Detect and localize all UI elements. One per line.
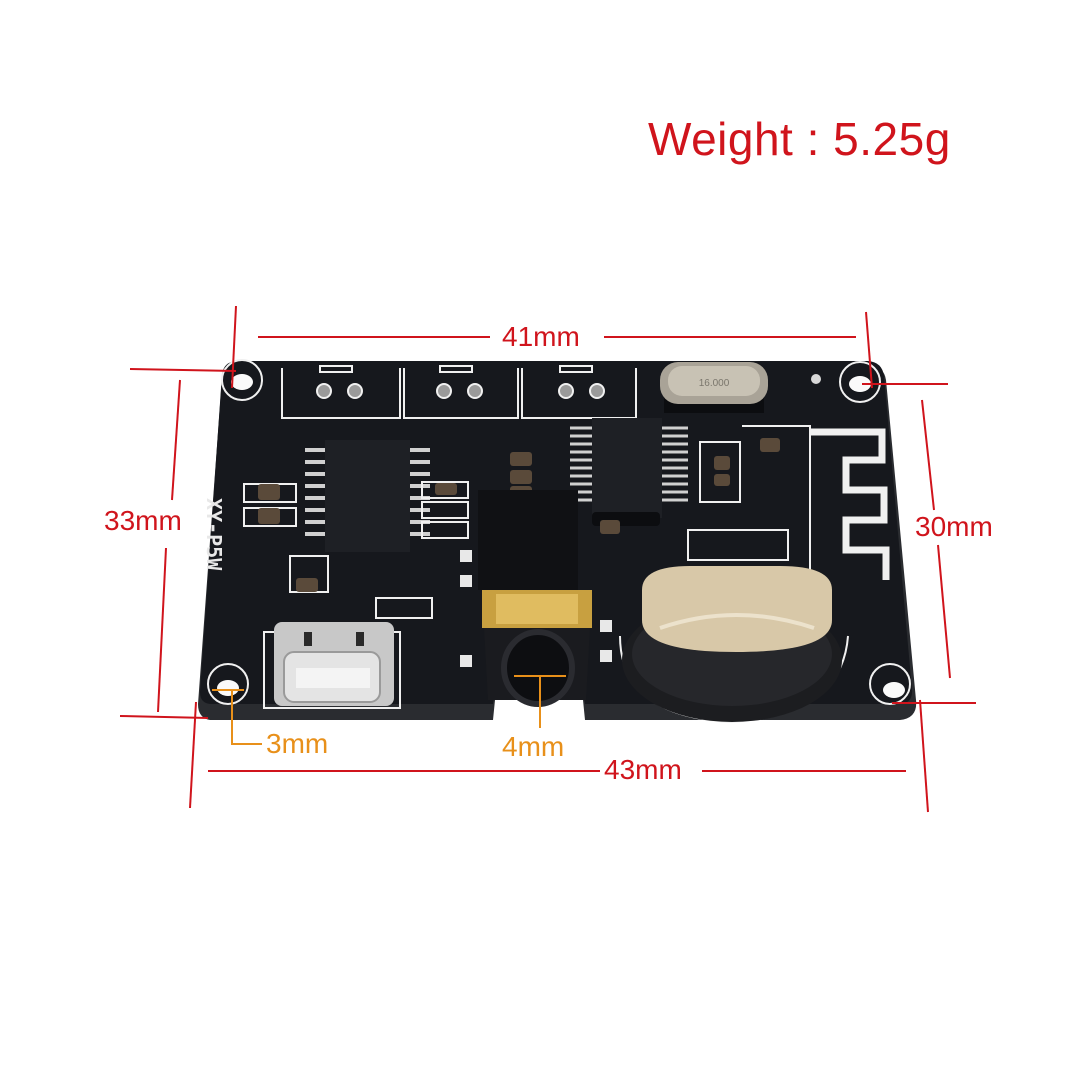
crystal-oscillator: 16.000 [660, 362, 768, 413]
speaker-terminals [281, 365, 637, 419]
dim-right-height: 30mm [915, 511, 993, 542]
volume-knob [619, 566, 849, 724]
antenna-trace [810, 428, 890, 580]
weight-label: Weight : 5.25g [648, 113, 951, 165]
micro-usb-port [263, 622, 401, 709]
smd-components [243, 438, 789, 619]
dim-top-width: 41mm [502, 321, 580, 352]
mount-hole-br [869, 663, 911, 705]
audio-jack [478, 490, 592, 707]
mount-hole-tr [839, 361, 881, 403]
dim-audio-jack: 4mm [502, 731, 565, 762]
dim-left-height: 33mm [104, 505, 182, 536]
dim-bottom-width: 43mm [604, 754, 682, 785]
dim-line [231, 305, 237, 389]
mount-hole-bl [207, 663, 249, 705]
dim-mount-hole: 3mm [266, 728, 329, 759]
amplifier-ic [305, 440, 430, 552]
mount-hole-tl [221, 359, 263, 401]
svg-text:16.000: 16.000 [699, 378, 730, 389]
bluetooth-ic [570, 418, 688, 526]
